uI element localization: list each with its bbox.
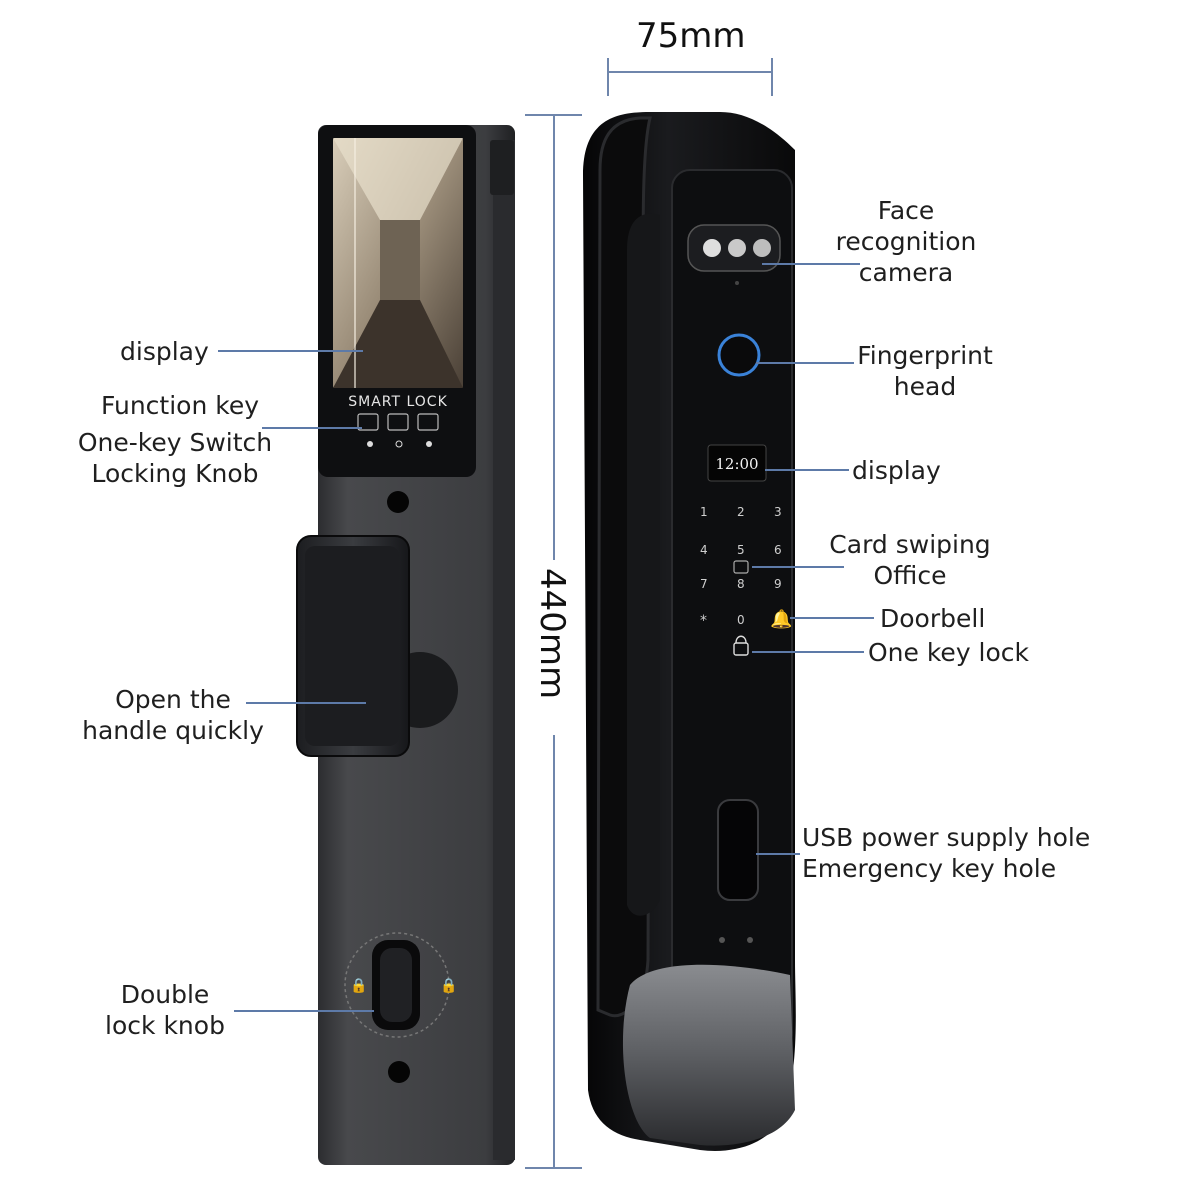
label-one-key-lock: One key lock	[868, 638, 1030, 667]
card-reader-icon	[733, 560, 749, 574]
label-usb-emergency: USB power supply hole Emergency key hole	[802, 822, 1090, 884]
label-one-key-switch-line1: One-key Switch	[77, 428, 273, 457]
label-face-camera-line3: camera	[858, 258, 954, 287]
label-display-right: display	[852, 456, 941, 485]
leader-display-right	[765, 469, 849, 471]
leader-usb-emergency	[756, 853, 800, 855]
key-0[interactable]: 0	[737, 613, 745, 627]
key-6[interactable]: 6	[774, 543, 782, 557]
leader-doorbell	[790, 617, 874, 619]
usb-emergency-slot	[717, 799, 759, 901]
key-4[interactable]: 4	[700, 543, 708, 557]
label-double-lock-knob-line2: lock knob	[105, 1011, 225, 1040]
leader-fingerprint	[756, 362, 854, 364]
label-card-swiping-line1: Card swiping	[829, 530, 991, 559]
leader-function-key	[262, 427, 362, 429]
screw-hole-bottom	[388, 1061, 410, 1083]
label-doorbell: Doorbell	[880, 604, 986, 633]
label-card-swiping-line2: Office	[873, 561, 947, 590]
key-1[interactable]: 1	[700, 505, 708, 519]
label-fingerprint-line1: Fingerprint	[857, 341, 993, 370]
clock-text: 12:00	[715, 455, 758, 473]
label-display-left: display	[120, 337, 209, 366]
leader-card-swiping	[752, 566, 844, 568]
function-key-button	[357, 413, 379, 431]
label-face-camera-line1: Face	[877, 196, 935, 225]
label-double-lock-knob: Double lock knob	[80, 979, 250, 1041]
label-face-camera-line2: recognition	[835, 227, 977, 256]
screen-brand-text: SMART LOCK	[348, 394, 448, 410]
label-function-key: Function key	[100, 391, 260, 420]
label-one-key-switch: One-key Switch Locking Knob	[75, 427, 275, 489]
key-8[interactable]: 8	[737, 577, 745, 591]
label-card-swiping: Card swiping Office	[820, 529, 1000, 591]
leader-display-left	[218, 350, 363, 352]
label-double-lock-knob-line1: Double	[120, 980, 210, 1009]
leader-double-lock-knob	[234, 1010, 374, 1012]
key-2[interactable]: 2	[737, 505, 745, 519]
label-open-handle-line1: Open the	[115, 685, 231, 714]
key-3[interactable]: 3	[774, 505, 782, 519]
svg-text:🔒: 🔒	[350, 978, 367, 994]
label-face-camera: Face recognition camera	[820, 195, 992, 288]
height-dimension-label: 440mm	[532, 568, 572, 700]
leader-face-camera	[762, 263, 860, 265]
label-fingerprint: Fingerprint head	[850, 340, 1000, 402]
key-5[interactable]: 5	[737, 543, 745, 557]
leader-one-key-lock	[752, 651, 864, 653]
switch-button	[387, 413, 409, 431]
leader-open-handle	[246, 702, 366, 704]
label-usb-emergency-line1: USB power supply hole	[802, 823, 1091, 852]
label-usb-emergency-line2: Emergency key hole	[802, 854, 1057, 883]
screw-hole-top	[387, 491, 409, 513]
doorbell-icon: 🔔	[770, 609, 792, 630]
one-key-lock-icon	[733, 642, 749, 656]
label-fingerprint-line2: head	[893, 372, 957, 401]
fingerprint-sensor	[717, 333, 761, 377]
width-dimension-label: 75mm	[636, 16, 746, 56]
key-star[interactable]: *	[700, 613, 707, 629]
bottom-cap	[622, 964, 795, 1146]
lock-button	[417, 413, 439, 431]
key-7[interactable]: 7	[700, 577, 708, 591]
svg-text:🔒: 🔒	[440, 978, 457, 994]
key-9[interactable]: 9	[774, 577, 782, 591]
clock-display	[707, 444, 767, 482]
label-open-handle-line2: handle quickly	[82, 716, 264, 745]
label-open-handle: Open the handle quickly	[73, 684, 273, 746]
label-one-key-switch-line2: Locking Knob	[91, 459, 259, 488]
